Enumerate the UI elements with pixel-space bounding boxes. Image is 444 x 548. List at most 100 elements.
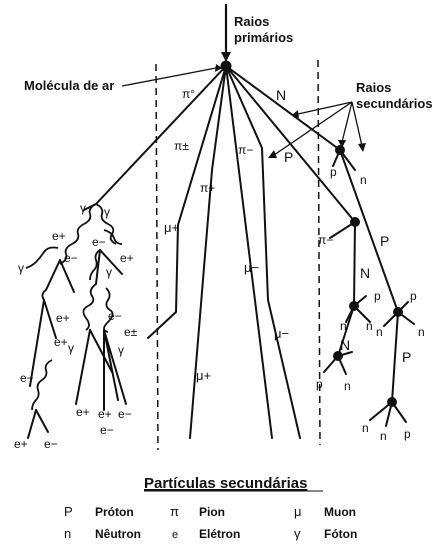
track-mu-minus-2: [225, 65, 301, 439]
label-e-minus-7: e−: [44, 437, 58, 451]
node-3: [349, 301, 359, 311]
air-molecule-label: Molécula de ar: [24, 78, 114, 93]
label-e-plus-3: e+: [56, 311, 70, 325]
photon-wave-5: [103, 229, 123, 245]
track-e-c: [95, 249, 101, 285]
track-e-d: [99, 249, 123, 275]
label-n-small-1: n: [360, 173, 367, 187]
label-n-small-2: n: [340, 319, 347, 333]
photon-wave-8: [103, 287, 114, 333]
arrow-secondary-4: [351, 101, 363, 147]
legend-symbol-photon: γ: [294, 526, 301, 541]
secondary-rays-label-1: Raios: [356, 80, 391, 95]
label-e-plus-4: e+: [54, 335, 68, 349]
label-pi-pm-1: π±: [174, 139, 189, 153]
label-e-plus-2: e+: [120, 251, 134, 265]
air-molecule-node: [220, 60, 232, 72]
photon-waves: [25, 203, 123, 411]
label-P3: P: [402, 349, 411, 365]
node-4: [333, 351, 343, 361]
legend-name-electron: Elétron: [199, 527, 240, 541]
track-e-g: [75, 329, 91, 405]
primary-ray: [221, 4, 231, 62]
label-N3: N: [340, 337, 350, 353]
label-n-small-8: n: [380, 429, 387, 443]
photon-wave-2: [95, 203, 117, 245]
primary-rays-label-1: Raios: [234, 14, 269, 29]
label-n-small-6: n: [418, 325, 425, 339]
label-e-minus-2: e−: [92, 235, 106, 249]
track-mu-minus-1: [225, 65, 273, 439]
label-mu-minus-2: μ−: [274, 326, 289, 341]
track-pi-plus: [189, 65, 227, 439]
label-mu-minus-1: μ−: [244, 260, 259, 275]
track-neutron-1: [225, 65, 341, 151]
photon-wave-4: [89, 249, 101, 281]
track-e-h: [89, 329, 113, 373]
label-e-pm: e±: [124, 325, 138, 339]
arrow-secondary-3: [341, 101, 353, 143]
label-gamma-5: γ: [68, 341, 74, 355]
interaction-nodes: [220, 60, 403, 407]
legend-name-neutron: Nêutron: [95, 527, 141, 541]
track-e-m: [35, 409, 49, 433]
arrow-secondary-2: [297, 101, 353, 115]
photon-wave-1: [59, 203, 97, 265]
legend-name-proton: Próton: [95, 505, 134, 519]
label-e-minus-3: e−: [108, 309, 122, 323]
label-gamma-3: γ: [18, 261, 24, 275]
track-proton-2: [339, 149, 399, 313]
label-p-small-3: p: [316, 377, 323, 391]
photon-wave-7: [82, 283, 97, 331]
label-gamma-1: γ: [80, 201, 86, 215]
legend-title: Partículas secundárias: [144, 475, 307, 492]
track-pi-pm: [147, 65, 227, 339]
label-arrows: [121, 64, 366, 158]
label-e-minus-5: e−: [118, 407, 132, 421]
label-gamma-4: γ: [106, 265, 112, 279]
track-e-k: [103, 329, 127, 405]
legend-symbol-muon: μ: [294, 504, 302, 519]
dashed-separator-left: [155, 63, 159, 451]
label-n-small-3: n: [366, 319, 373, 333]
label-gamma-6: γ: [118, 343, 124, 357]
track-e-b: [59, 259, 75, 293]
track-e-j: [103, 329, 119, 401]
label-n-small-7: n: [362, 421, 369, 435]
photon-wave-6: [41, 289, 47, 301]
arrow-air-molecule: [121, 67, 217, 87]
track-e-e: [29, 299, 45, 387]
label-e-minus-6: e−: [100, 423, 114, 437]
node-2: [350, 217, 360, 227]
legend-name-pion: Pion: [199, 505, 225, 519]
primary-ray-arrow-icon: [221, 52, 231, 62]
label-N1: N: [276, 87, 286, 103]
label-N2: N: [360, 265, 370, 281]
track-proton-3: [391, 311, 399, 403]
node-5: [393, 307, 403, 317]
track-e-a: [45, 259, 61, 291]
secondary-rays-label-2: secundários: [356, 96, 433, 111]
legend-name-photon: Fóton: [324, 527, 357, 541]
label-e-plus-1: e+: [52, 229, 66, 243]
label-pi0: π°: [182, 87, 195, 101]
node-6: [387, 397, 397, 407]
label-e-minus-1: e−: [64, 251, 78, 265]
label-n-small-5: n: [376, 325, 383, 339]
legend-symbol-proton: P: [64, 504, 73, 519]
track-neutron-3: [337, 305, 355, 357]
label-pi-minus-2: π−: [318, 233, 333, 247]
label-p-small-4: p: [410, 289, 417, 303]
track-pi0: [95, 65, 227, 205]
track-neutron-2: [353, 221, 356, 307]
label-pi-plus-1: π+: [200, 181, 215, 195]
legend-name-muon: Muon: [324, 505, 356, 519]
label-e-plus-6: e+: [98, 407, 112, 421]
label-P1: P: [284, 149, 293, 165]
legend-symbol-electron: e: [172, 529, 178, 541]
label-e-plus-5: e+: [76, 405, 90, 419]
label-P2: P: [380, 233, 389, 249]
label-p-small-2: p: [374, 289, 381, 303]
label-p-small-1: p: [330, 165, 337, 179]
